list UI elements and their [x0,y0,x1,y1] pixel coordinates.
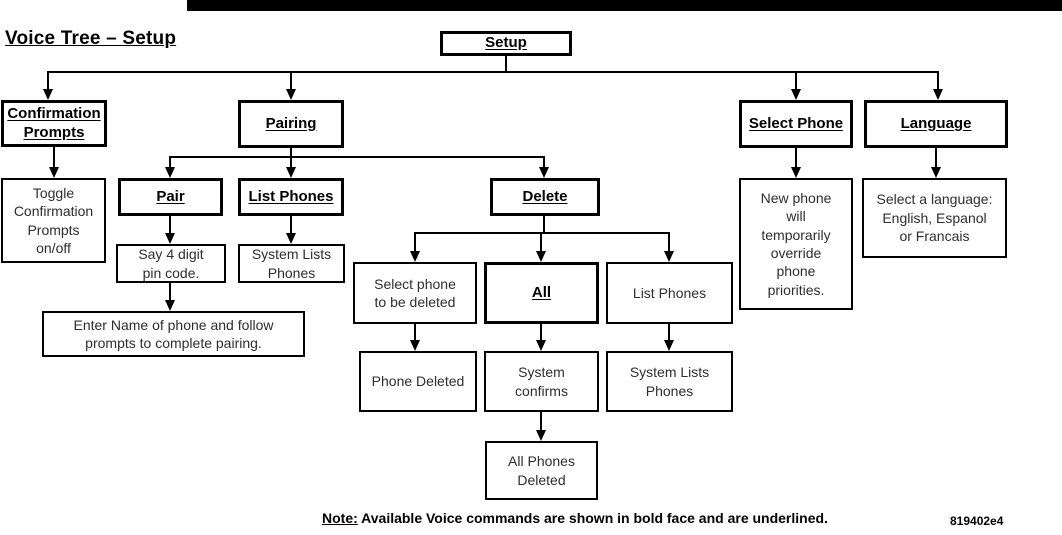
connector-line [53,147,55,167]
node-toggle-confirmation: Toggle Confirmation Prompts on/off [1,178,106,263]
connector-line [543,216,545,234]
connector-line [47,71,939,73]
connector-line [540,412,542,431]
arrow-down-icon [49,167,59,178]
node-label: List Phones [248,187,334,205]
node-system-lists-phones-1: System Lists Phones [238,244,345,283]
node-label: System confirms [515,364,568,399]
connector-line [169,283,171,301]
node-label: Say 4 digit pin code. [138,246,204,281]
node-setup: Setup [440,31,572,56]
note-label: Note: [322,510,358,526]
arrow-down-icon [536,340,546,351]
diagram-title: Voice Tree – Setup [5,28,177,49]
arrow-down-icon [286,167,296,178]
connector-line [169,216,171,234]
note-text: Available Voice commands are shown in bo… [357,510,828,526]
connector-line [668,232,670,252]
connector-line [540,232,542,252]
page-header-bar [187,0,1062,11]
connector-line [414,232,670,234]
node-label: List Phones [632,284,707,301]
node-select-language: Select a language: English, Espanol or F… [862,178,1007,258]
node-label: Select phone to be deleted [374,275,456,310]
node-label: All [531,283,552,301]
node-pair: Pair [118,178,223,216]
node-delete: Delete [490,178,600,216]
arrow-down-icon [664,251,674,262]
connector-line [543,156,545,168]
node-label: New phone will temporarily override phon… [760,189,832,298]
arrow-down-icon [536,251,546,262]
node-label: Delete [522,187,568,205]
arrow-down-icon [165,233,175,244]
node-select-phone-to-delete: Select phone to be deleted [353,262,477,324]
arrow-down-icon [536,430,546,441]
node-say-pin-code: Say 4 digit pin code. [116,244,226,283]
node-new-phone-override: New phone will temporarily override phon… [739,178,853,310]
node-confirmation-prompts: Confirmation Prompts [1,100,107,147]
node-label: Pair [156,187,185,205]
arrow-down-icon [539,167,549,178]
arrow-down-icon [43,89,53,100]
connector-line [169,156,171,168]
connector-line [795,71,797,90]
node-system-lists-phones-2: System Lists Phones [606,351,733,412]
node-label: Confirmation Prompts [7,104,101,141]
node-label: Pairing [265,114,317,132]
arrow-down-icon [664,340,674,351]
connector-line [290,148,292,158]
arrow-down-icon [791,167,801,178]
node-label: System Lists Phones [629,364,710,399]
node-label: Select Phone [748,114,844,132]
node-list-phones-2: List Phones [606,262,733,324]
node-label: Setup [485,34,527,52]
node-all-phones-deleted: All Phones Deleted [485,441,598,500]
connector-line [505,55,507,72]
node-system-confirms: System confirms [484,351,599,412]
connector-line [290,216,292,234]
connector-line [169,156,545,158]
node-label: System Lists Phones [251,246,332,281]
connector-line [290,71,292,90]
connector-line [668,324,670,341]
node-pairing: Pairing [238,100,344,148]
arrow-down-icon [165,167,175,178]
arrow-down-icon [931,167,941,178]
connector-line [937,71,939,90]
node-label: All Phones Deleted [508,453,575,488]
arrow-down-icon [286,89,296,100]
connector-line [935,148,937,168]
node-all: All [484,262,599,324]
connector-line [414,324,416,341]
node-label: Toggle Confirmation Prompts on/off [13,184,94,256]
connector-line [795,148,797,168]
connector-line [290,156,292,168]
connector-line [47,71,49,90]
arrow-down-icon [410,251,420,262]
arrow-down-icon [165,300,175,311]
figure-code: 819402e4 [950,514,1004,528]
arrow-down-icon [286,233,296,244]
connector-line [414,232,416,252]
arrow-down-icon [791,89,801,100]
node-list-phones: List Phones [238,178,344,216]
node-select-phone: Select Phone [739,100,853,148]
footer-note: Note: Available Voice commands are shown… [322,510,828,526]
arrow-down-icon [933,89,943,100]
connector-line [540,324,542,341]
node-phone-deleted: Phone Deleted [359,351,477,412]
node-label: Phone Deleted [371,373,465,390]
node-label: Enter Name of phone and follow prompts t… [73,316,274,351]
node-language: Language [864,100,1008,148]
node-label: Select a language: English, Espanol or F… [876,191,993,245]
node-label: Language [900,114,972,132]
arrow-down-icon [410,340,420,351]
node-enter-name: Enter Name of phone and follow prompts t… [42,311,305,357]
